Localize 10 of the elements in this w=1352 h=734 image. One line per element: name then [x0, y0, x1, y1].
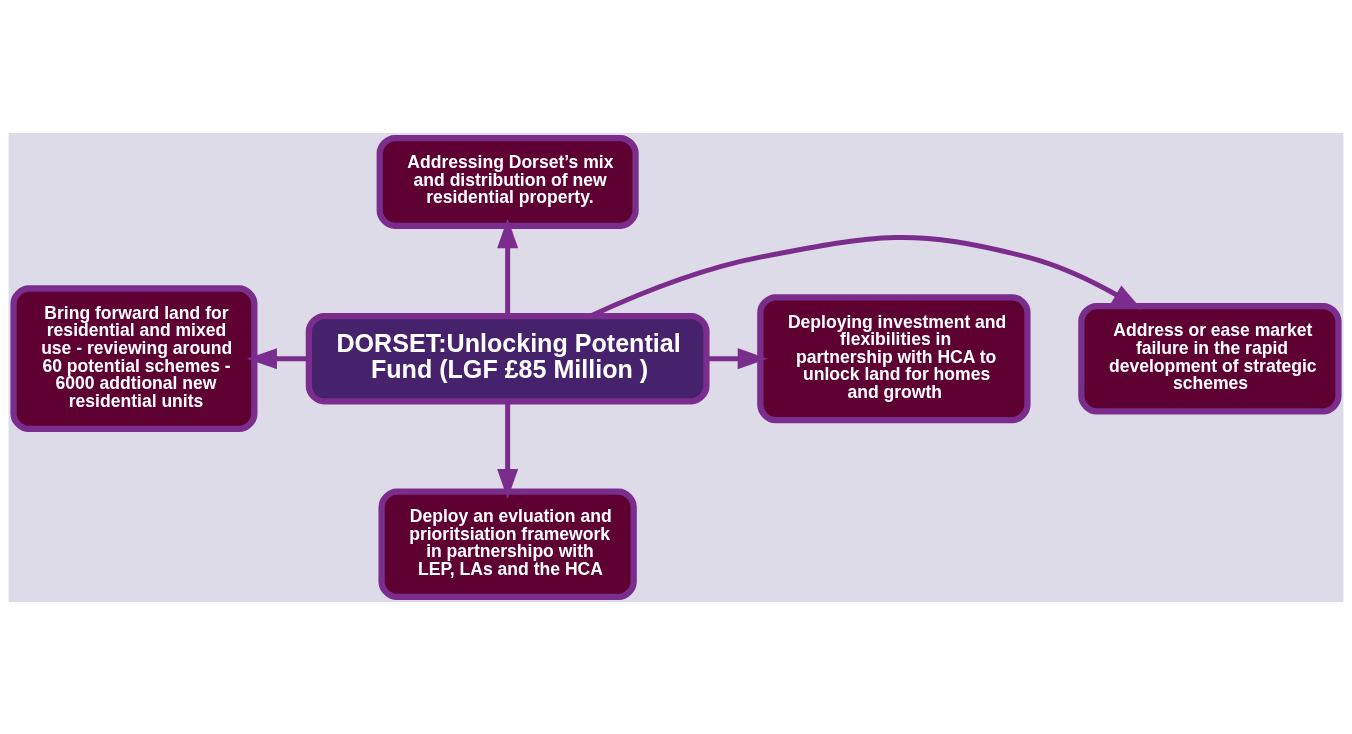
arrow	[246, 347, 309, 369]
arrow	[497, 401, 519, 499]
node-box: Bring forward land for residential and mixed use - reviewing around 60 potential schemes - 6000 addtional new residential units	[10, 284, 258, 432]
arrow	[706, 347, 768, 369]
node-box: Address or ease market failure in the rapid development of strategic schemes	[1078, 302, 1342, 415]
node-box: DORSET:Unlocking Potential Fund (LGF £85 Million )	[305, 312, 710, 404]
node-box: Addressing Dorset’s mix and distribution of new residential property.	[376, 134, 639, 229]
node-box: Deploying investment and flexibilities in partnership with HCA to unlock land for homes and growth	[757, 293, 1031, 423]
arrow	[497, 217, 519, 316]
node-box: Deploy an evluation and prioritsiation framework in partnershipo with LEP, LAs and the HCA	[378, 488, 637, 600]
